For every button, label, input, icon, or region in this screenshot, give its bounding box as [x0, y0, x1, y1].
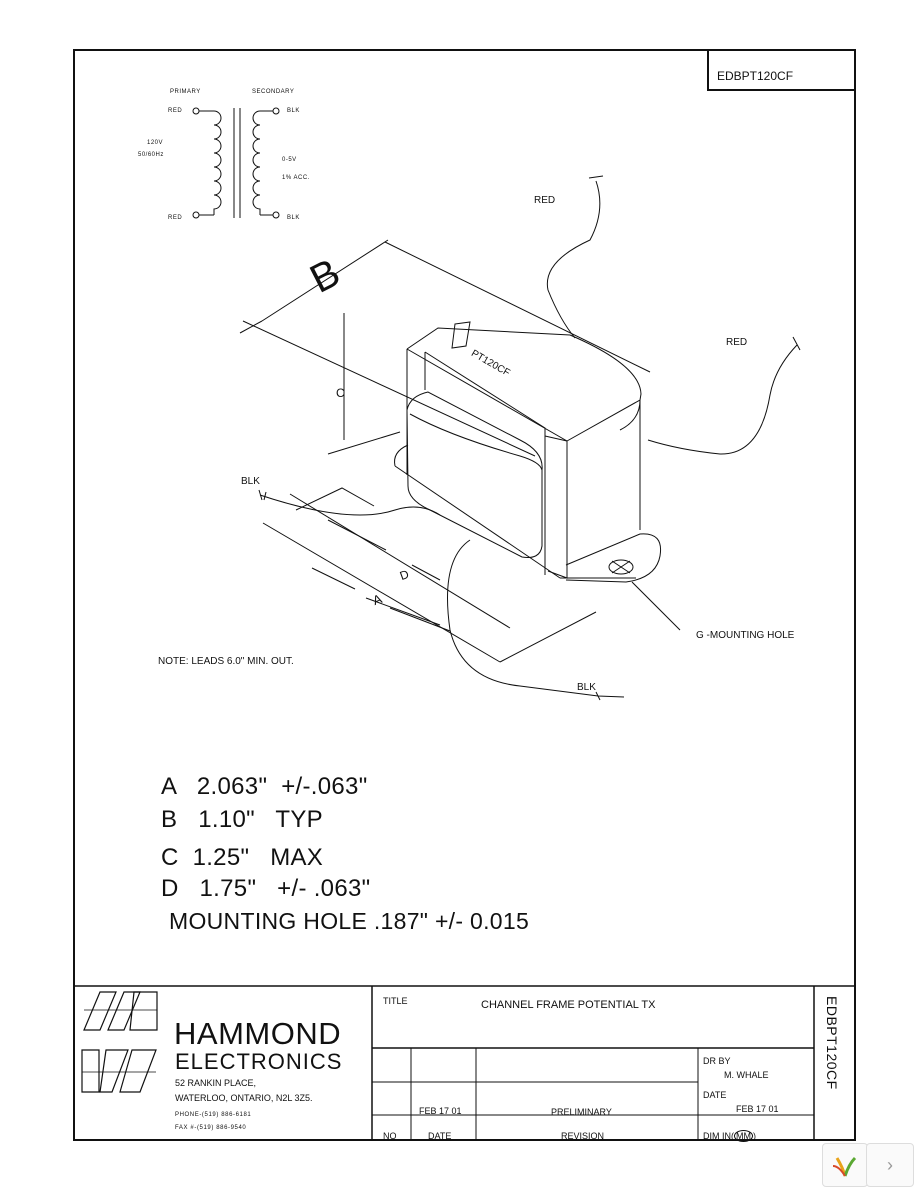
- drawing-number: EDBPT120CF: [717, 69, 794, 83]
- dimension-c-label: C: [336, 386, 345, 400]
- dimension-b-spec: B 1.10" TYP: [161, 806, 323, 833]
- vertical-drawing-number: EDBPT120CF: [824, 996, 840, 1090]
- secondary-label: SECONDARY: [252, 89, 295, 95]
- next-page-button[interactable]: ›: [866, 1143, 914, 1187]
- primary-bottom-lead: RED: [168, 215, 183, 221]
- company-name: HAMMOND: [174, 1016, 342, 1051]
- secondary-bottom-lead: BLK: [287, 215, 300, 221]
- primary-top-lead: RED: [168, 108, 183, 114]
- dimension-d-spec: D 1.75" +/- .063": [161, 875, 371, 902]
- revision-date: FEB 17 01: [419, 1106, 462, 1116]
- fax-number: FAX #-(519) 886-9540: [175, 1125, 247, 1131]
- drawn-by-label: DR BY: [703, 1056, 731, 1066]
- viewer-logo-button[interactable]: [822, 1143, 868, 1187]
- dimension-c-spec: C 1.25" MAX: [161, 844, 324, 871]
- phone-number: PHONE-(519) 886-6181: [175, 1112, 252, 1118]
- dimension-units: DIM IN(MM): [703, 1130, 756, 1142]
- mounting-hole-spec: MOUNTING HOLE .187" +/- 0.015: [169, 908, 530, 934]
- drawn-by-value: M. WHALE: [724, 1070, 769, 1080]
- address-line-1: 52 RANKIN PLACE,: [175, 1078, 257, 1088]
- red-lead-label-1: RED: [534, 195, 556, 206]
- dimension-a-spec: A 2.063" +/-.063": [161, 773, 368, 800]
- column-revision: REVISION: [561, 1131, 605, 1141]
- title-block-grid: [74, 985, 856, 1141]
- secondary-accuracy: 1% ACC.: [282, 175, 310, 181]
- column-no: NO: [383, 1131, 397, 1141]
- date-label: DATE: [703, 1090, 727, 1100]
- leads-note: NOTE: LEADS 6.0" MIN. OUT.: [158, 656, 294, 667]
- red-lead-label-2: RED: [726, 337, 748, 348]
- primary-voltage: 120V: [147, 140, 164, 146]
- transformer-iso: [239, 175, 801, 701]
- address-line-2: WATERLOO, ONTARIO, N2L 3Z5.: [175, 1093, 313, 1103]
- blk-lead-label-2: BLK: [577, 682, 596, 693]
- viewer-logo-icon: [832, 1156, 857, 1177]
- date-value: FEB 17 01: [736, 1104, 779, 1114]
- primary-label: PRIMARY: [170, 89, 201, 95]
- schematic-symbol: [192, 107, 280, 219]
- drawing-number-box: EDBPT120CF: [707, 49, 856, 91]
- dimension-units-suffix: ): [753, 1131, 756, 1141]
- company-subtitle: ELECTRONICS: [175, 1049, 343, 1074]
- primary-frequency: 50/60Hz: [138, 152, 164, 158]
- dimension-units-value: MM: [734, 1130, 753, 1142]
- dimension-units-prefix: DIM IN(: [703, 1131, 734, 1141]
- title-label: TITLE: [383, 996, 408, 1006]
- secondary-voltage: 0-5V: [282, 157, 297, 163]
- hammond-logo: [81, 991, 158, 1093]
- blk-lead-label-1: BLK: [241, 476, 260, 487]
- mounting-hole-callout: G -MOUNTING HOLE: [696, 630, 795, 641]
- chevron-right-icon: ›: [887, 1154, 893, 1175]
- secondary-top-lead: BLK: [287, 108, 300, 114]
- title-value: CHANNEL FRAME POTENTIAL TX: [481, 999, 656, 1011]
- drawing-sheet: [73, 49, 856, 1141]
- column-date: DATE: [428, 1131, 452, 1141]
- revision-text: PRELIMINARY: [551, 1107, 612, 1117]
